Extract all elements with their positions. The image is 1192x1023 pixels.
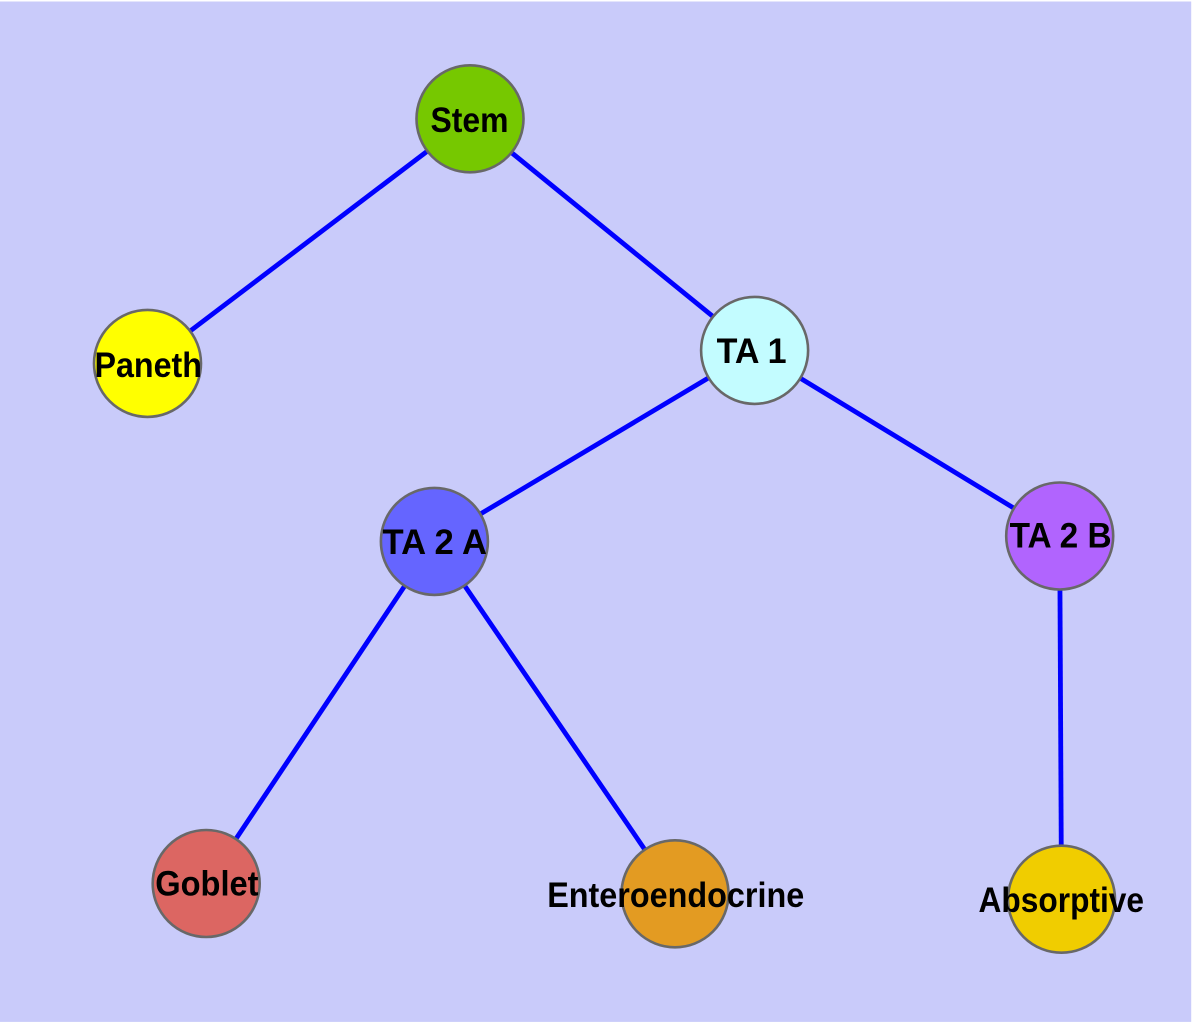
svg-text:TA 1: TA 1 — [717, 332, 787, 371]
svg-text:TA 2 B: TA 2 B — [1010, 517, 1112, 556]
svg-text:Paneth: Paneth — [94, 346, 202, 385]
svg-text:Goblet: Goblet — [155, 865, 259, 904]
svg-text:Absorptive: Absorptive — [979, 881, 1145, 920]
svg-text:Stem: Stem — [431, 101, 509, 140]
svg-text:TA 2 A: TA 2 A — [383, 523, 488, 562]
svg-text:Enteroendocrine: Enteroendocrine — [547, 876, 804, 915]
